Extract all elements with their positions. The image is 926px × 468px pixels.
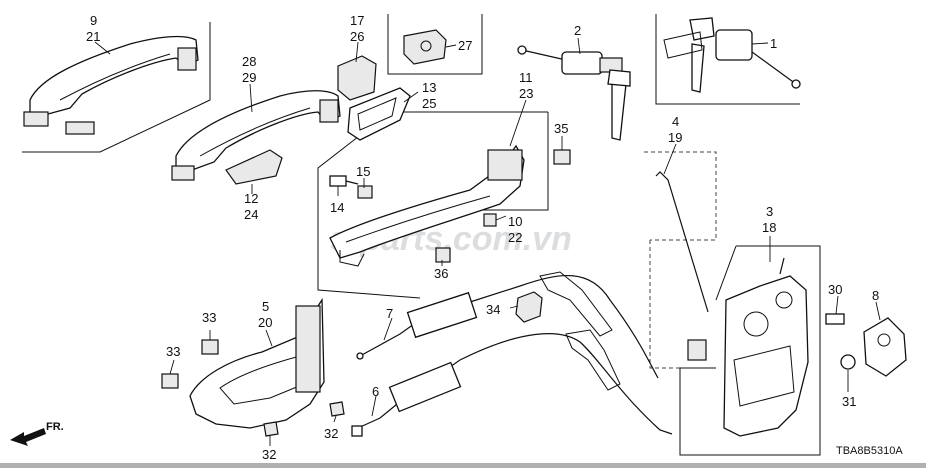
part-cylinder-2	[517, 45, 631, 141]
callout-7: 7	[386, 306, 393, 321]
part-screw-32b	[263, 421, 279, 437]
callout-12: 12	[244, 191, 258, 206]
callout-5: 5	[262, 299, 269, 314]
part-nut-36	[435, 247, 451, 263]
callout-34: 34	[486, 302, 500, 317]
part-door-latch-3-18	[723, 257, 809, 437]
callout-18: 18	[762, 220, 776, 235]
callout-13: 13	[422, 80, 436, 95]
callout-9: 9	[90, 13, 97, 28]
frame-latch-3-18	[679, 245, 821, 456]
part-clip-33b	[161, 373, 179, 389]
callout-8: 8	[872, 288, 879, 303]
callout-11: 11	[519, 70, 533, 85]
callout-31: 31	[842, 394, 856, 409]
callout-14: 14	[330, 200, 344, 215]
part-striker-8	[863, 317, 907, 377]
callout-32a: 32	[324, 426, 338, 441]
leader-lines	[94, 37, 881, 446]
callout-26: 26	[350, 29, 364, 44]
bottom-border	[0, 463, 926, 468]
front-direction-arrow-icon: FR.	[10, 421, 64, 446]
part-protector-13-25	[347, 87, 411, 141]
callout-20: 20	[258, 315, 272, 330]
callout-25: 25	[422, 96, 436, 111]
callout-4: 4	[672, 114, 679, 129]
part-handle-base-11-23	[329, 144, 525, 267]
callout-35: 35	[554, 121, 568, 136]
frame-handle-base-left	[317, 111, 548, 299]
frame-handle-base-right	[478, 112, 549, 211]
part-screw-30	[825, 313, 845, 325]
callout-19: 19	[668, 130, 682, 145]
part-outer-handle-front	[23, 35, 199, 135]
callout-17: 17	[350, 13, 364, 28]
callout-30: 30	[828, 282, 842, 297]
part-clip-10-22	[483, 213, 497, 227]
group-frames	[22, 14, 821, 456]
part-cable-7	[356, 271, 659, 379]
callout-10: 10	[508, 214, 522, 229]
callouts: 9 21 28 29 17 26 27 2 1 13 25 11 23 35 4…	[86, 13, 879, 462]
part-cable-6	[351, 329, 673, 437]
part-screw-31	[840, 354, 856, 370]
frame-cylinder-1	[655, 14, 800, 105]
part-inner-handle-5-20	[189, 297, 325, 429]
part-cylinder-set-1	[663, 17, 801, 93]
part-screws-14-15	[329, 175, 373, 199]
callout-3: 3	[766, 204, 773, 219]
part-handle-cover-12-24	[225, 149, 283, 185]
part-bezel-17-26	[337, 55, 377, 101]
diagram-code: TBA8B5310A	[836, 445, 903, 457]
part-rod-clip	[687, 339, 707, 361]
part-bolt-35	[553, 149, 571, 165]
frame-latch-diagonal	[715, 245, 737, 301]
callout-2: 2	[574, 23, 581, 38]
callout-33b: 33	[166, 344, 180, 359]
callout-32b: 32	[262, 447, 276, 462]
part-screw-32a	[329, 401, 345, 417]
callout-33a: 33	[202, 310, 216, 325]
part-cylinder-cover-27	[403, 29, 447, 65]
callout-29: 29	[242, 70, 256, 85]
callout-27: 27	[458, 38, 472, 53]
part-clip-33a	[201, 339, 219, 355]
callout-1: 1	[770, 36, 777, 51]
callout-23: 23	[519, 86, 533, 101]
frame-rod-4-19	[644, 151, 717, 241]
callout-6: 6	[372, 384, 379, 399]
callout-22: 22	[508, 230, 522, 245]
part-outer-handle-rear	[171, 90, 341, 181]
callout-24: 24	[244, 207, 258, 222]
part-rod-4-19	[655, 171, 709, 313]
callout-21: 21	[86, 29, 100, 44]
callout-28: 28	[242, 54, 256, 69]
part-clip-34	[515, 291, 543, 323]
frame-cover-27	[387, 14, 483, 75]
front-direction-label: FR.	[46, 421, 64, 433]
callout-15: 15	[356, 164, 370, 179]
callout-36: 36	[434, 266, 448, 281]
frame-handle-9-21	[22, 22, 211, 153]
